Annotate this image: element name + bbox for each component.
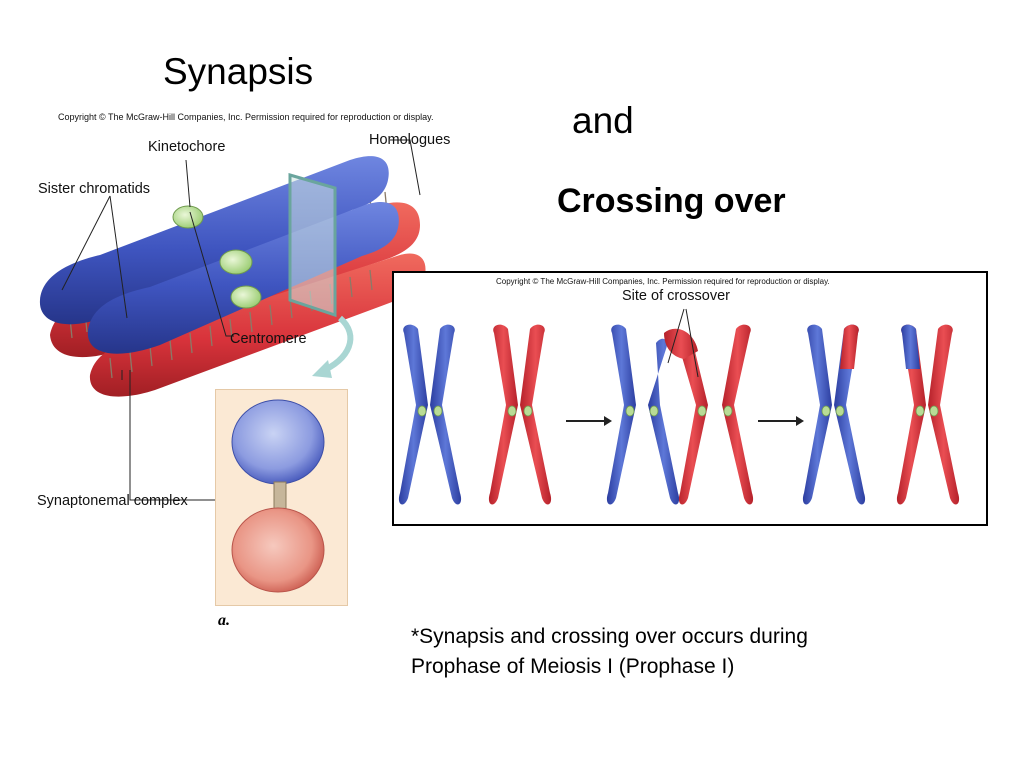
- synapsis-copyright: Copyright © The McGraw-Hill Companies, I…: [58, 112, 434, 122]
- blue-cross-section: [231, 399, 325, 485]
- centromere-icon: [219, 249, 253, 275]
- footnote: *Synapsis and crossing over occurs durin…: [411, 622, 951, 682]
- label-kinetochore: Kinetochore: [148, 139, 226, 155]
- synaptonemal-link: [273, 481, 287, 511]
- title-and: and: [572, 100, 634, 141]
- stage2-blue-chromosome: [606, 324, 680, 505]
- crossover-illustration: [398, 308, 960, 505]
- synapsis-figure: Copyright © The McGraw-Hill Companies, I…: [0, 0, 480, 640]
- red-homologue-front: [89, 253, 426, 397]
- title-synapsis: Synapsis: [163, 51, 314, 92]
- label-sister-chromatids: Sister chromatids: [38, 181, 151, 197]
- label-synaptonemal-complex: Synaptonemal complex: [37, 493, 188, 509]
- crossover-leaders: [667, 308, 699, 378]
- arrow-1-icon: [566, 416, 612, 426]
- kinetochore-icon: [172, 205, 204, 229]
- footnote-line-2: Prophase of Meiosis I (Prophase I): [411, 655, 735, 678]
- footnote-line-1: *Synapsis and crossing over occurs durin…: [411, 625, 808, 648]
- section-plane: [288, 173, 337, 318]
- title-crossing-over: Crossing over: [557, 182, 786, 220]
- stage1-blue-chromosome: [398, 324, 462, 505]
- arrow-2-icon: [758, 416, 804, 426]
- figure-letter: a.: [218, 612, 230, 629]
- label-site-of-crossover: Site of crossover: [622, 288, 730, 304]
- stage1-red-chromosome: [488, 324, 552, 505]
- synapsis-illustration: [39, 139, 426, 501]
- red-cross-section: [231, 507, 325, 593]
- centromere-dots: [417, 405, 939, 417]
- cross-section-illustration: [231, 399, 325, 593]
- stage3-red-chromosome: [896, 324, 960, 505]
- crossover-copyright: Copyright © The McGraw-Hill Companies, I…: [496, 277, 830, 286]
- crossover-figure: Copyright © The McGraw-Hill Companies, I…: [392, 271, 988, 526]
- centromere-lower-icon: [230, 285, 262, 309]
- label-homologues: Homologues: [369, 132, 451, 148]
- label-centromere: Centromere: [230, 331, 307, 347]
- stage2-red-chromosome: [664, 324, 754, 505]
- section-arrowhead-icon: [312, 360, 332, 378]
- stage3-blue-chromosome: [802, 324, 866, 505]
- cross-section-inset: [215, 389, 348, 606]
